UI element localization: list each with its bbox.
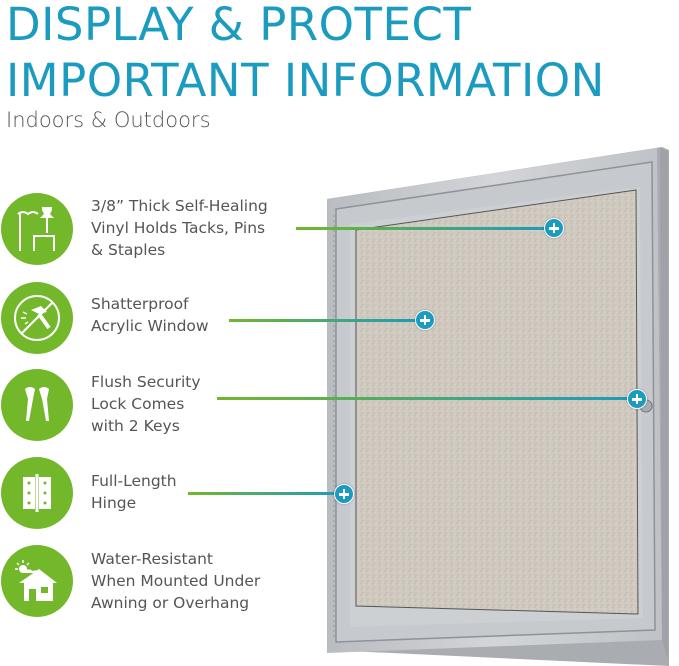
feature-lock-text: Flush Security Lock Comes with 2 Keys [91, 371, 201, 437]
feature-line: Vinyl Holds Tacks, Pins [91, 219, 266, 237]
feature-line: 3/8” Thick Self-Healing [91, 197, 268, 215]
feature-line: When Mounted Under [91, 572, 261, 590]
feature-line: with 2 Keys [91, 417, 180, 435]
hotspot-lock-plus-icon[interactable] [627, 389, 647, 409]
feature-hinge-text: Full-Length Hinge [91, 470, 177, 514]
feature-line: Shatterproof [91, 295, 189, 313]
tacks-pins-staples-icon [1, 193, 73, 265]
feature-vinyl-text: 3/8” Thick Self-Healing Vinyl Holds Tack… [91, 195, 268, 261]
hotspot-hinge-plus-icon[interactable] [334, 484, 354, 504]
feature-line: & Staples [91, 241, 166, 259]
feature-line: Acrylic Window [91, 317, 209, 335]
shatterproof-icon [1, 282, 73, 354]
feature-line: Hinge [91, 494, 137, 512]
subtitle: Indoors & Outdoors [6, 108, 211, 132]
headline-line-2: IMPORTANT INFORMATION [6, 54, 605, 107]
feature-line: Full-Length [91, 472, 177, 490]
hotspot-vinyl-plus-icon[interactable] [544, 218, 564, 238]
keys-icon [1, 369, 73, 441]
hotspot-acrylic-plus-icon[interactable] [415, 310, 435, 330]
feature-line: Water-Resistant [91, 550, 213, 568]
hinge-icon [1, 457, 73, 529]
feature-acrylic-text: Shatterproof Acrylic Window [91, 293, 209, 337]
feature-line: Flush Security [91, 373, 201, 391]
feature-water-text: Water-Resistant When Mounted Under Awnin… [91, 548, 260, 614]
headline-line-1: DISPLAY & PROTECT [6, 0, 472, 51]
weather-house-icon [1, 545, 73, 617]
feature-line: Lock Comes [91, 395, 185, 413]
feature-line: Awning or Overhang [91, 594, 250, 612]
